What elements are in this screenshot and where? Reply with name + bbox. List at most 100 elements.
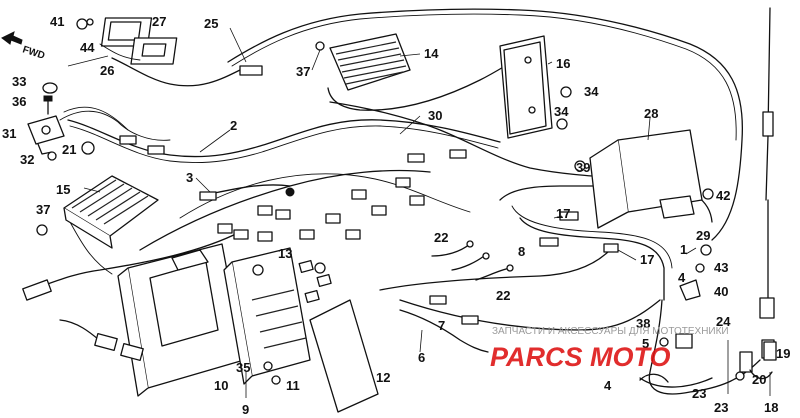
- callout-20: 20: [752, 372, 766, 387]
- side-cable-left: [29, 231, 241, 291]
- callout-34-b: 34: [554, 104, 569, 119]
- unit-10: [117, 243, 245, 397]
- inline-connectors: [119, 65, 619, 325]
- speaker-14: [329, 33, 411, 91]
- callout-33: 33: [12, 74, 26, 89]
- callout-39: 39: [576, 160, 590, 175]
- callout-15: 15: [56, 182, 70, 197]
- callout-12: 12: [376, 370, 390, 385]
- connectors-13: [298, 259, 332, 304]
- callout-42: 42: [716, 188, 730, 203]
- callout-27: 27: [152, 14, 166, 29]
- callout-37-left: 37: [36, 202, 50, 217]
- callout-17-a: 17: [556, 206, 570, 221]
- callout-22-a: 22: [434, 230, 448, 245]
- callout-18: 18: [764, 400, 778, 415]
- module-28: [589, 129, 703, 229]
- callout-4-top: 4: [678, 270, 686, 285]
- switch-31: [27, 115, 65, 155]
- loop-31: [59, 110, 171, 141]
- callout-40: 40: [714, 284, 728, 299]
- callout-6: 6: [418, 350, 425, 365]
- low-cable-2: [399, 299, 661, 331]
- watermark-logo: PARCS MOTO: [490, 342, 671, 372]
- plug-left: [22, 279, 144, 362]
- antenna-mast: [759, 7, 775, 359]
- cable-6-7: [399, 309, 489, 353]
- switch-panel-26: [100, 17, 178, 65]
- cable-25: [111, 57, 241, 87]
- callout-10: 10: [214, 378, 228, 393]
- callout-44: 44: [80, 40, 95, 55]
- antenna-cable: [648, 299, 761, 395]
- harness-30: [329, 101, 621, 179]
- top-cable-inner: [231, 13, 737, 141]
- leader-lines: [67, 27, 771, 398]
- callout-29: 29: [696, 228, 710, 243]
- callout-21: 21: [62, 142, 76, 157]
- cable-26: [99, 43, 141, 61]
- callout-41: 41: [50, 14, 64, 29]
- callout-28: 28: [644, 106, 658, 121]
- callouts: 41 44 27 25 26 37 14 16 34 34 33 36 31 2…: [2, 14, 790, 417]
- callout-16: 16: [556, 56, 570, 71]
- callout-22-b: 22: [496, 288, 510, 303]
- cover-15: [63, 175, 159, 249]
- loop-17b: [519, 217, 665, 301]
- cable-15: [69, 221, 113, 275]
- callout-25: 25: [204, 16, 218, 31]
- cable-23: [639, 377, 713, 388]
- loop-17c: [511, 205, 673, 269]
- callout-23-a: 23: [692, 386, 706, 401]
- bracket-16: [499, 35, 553, 139]
- callout-31: 31: [2, 126, 16, 141]
- screw-36: [43, 95, 53, 115]
- callout-23-b: 23: [714, 400, 728, 415]
- watermark: ЗАПЧАСТИ И АКСЕССУАРЫ ДЛЯ МОТОТЕХНИКИ PA…: [490, 326, 729, 372]
- callout-1: 1: [680, 242, 687, 257]
- callout-30: 30: [428, 108, 442, 123]
- callout-2: 2: [230, 118, 237, 133]
- callout-8: 8: [518, 244, 525, 259]
- main-harness-b: [69, 125, 499, 164]
- callout-17-b: 17: [640, 252, 654, 267]
- cable-diag-2: [179, 173, 471, 219]
- connector-cluster: [217, 177, 425, 242]
- callout-36: 36: [12, 94, 26, 109]
- components: [22, 7, 777, 413]
- watermark-caption: ЗАПЧАСТИ И АКСЕССУАРЫ ДЛЯ МОТОТЕХНИКИ: [492, 326, 729, 337]
- card-12: [309, 299, 379, 413]
- nut-32: [47, 151, 57, 161]
- callout-26: 26: [100, 63, 114, 78]
- callout-35: 35: [236, 360, 250, 375]
- low-cable: [379, 249, 611, 291]
- loop-31b: [63, 106, 129, 131]
- cap-33: [42, 82, 58, 94]
- connector-19: [739, 341, 777, 380]
- fwd-indicator: FWD: [1, 31, 46, 62]
- callout-13: 13: [278, 246, 292, 261]
- callout-4-bottom: 4: [604, 378, 612, 393]
- callout-32: 32: [20, 152, 34, 167]
- callout-24: 24: [716, 314, 731, 329]
- callout-19: 19: [776, 346, 790, 361]
- hooks-22: [431, 240, 514, 281]
- callout-9: 9: [242, 402, 249, 417]
- callout-7: 7: [438, 318, 445, 333]
- callout-3: 3: [186, 170, 193, 185]
- callout-34-a: 34: [584, 84, 599, 99]
- callout-43: 43: [714, 260, 728, 275]
- top-cable: [227, 8, 744, 241]
- fwd-arrow-icon: [1, 31, 23, 45]
- nut-21: [81, 141, 95, 155]
- fwd-label: FWD: [21, 44, 46, 62]
- unit-9: [223, 247, 311, 385]
- callout-38: 38: [636, 316, 650, 331]
- callout-14: 14: [424, 46, 439, 61]
- callout-37-top: 37: [296, 64, 310, 79]
- callout-5: 5: [642, 336, 649, 351]
- small-parts-right: [36, 18, 745, 385]
- cables: [29, 8, 761, 395]
